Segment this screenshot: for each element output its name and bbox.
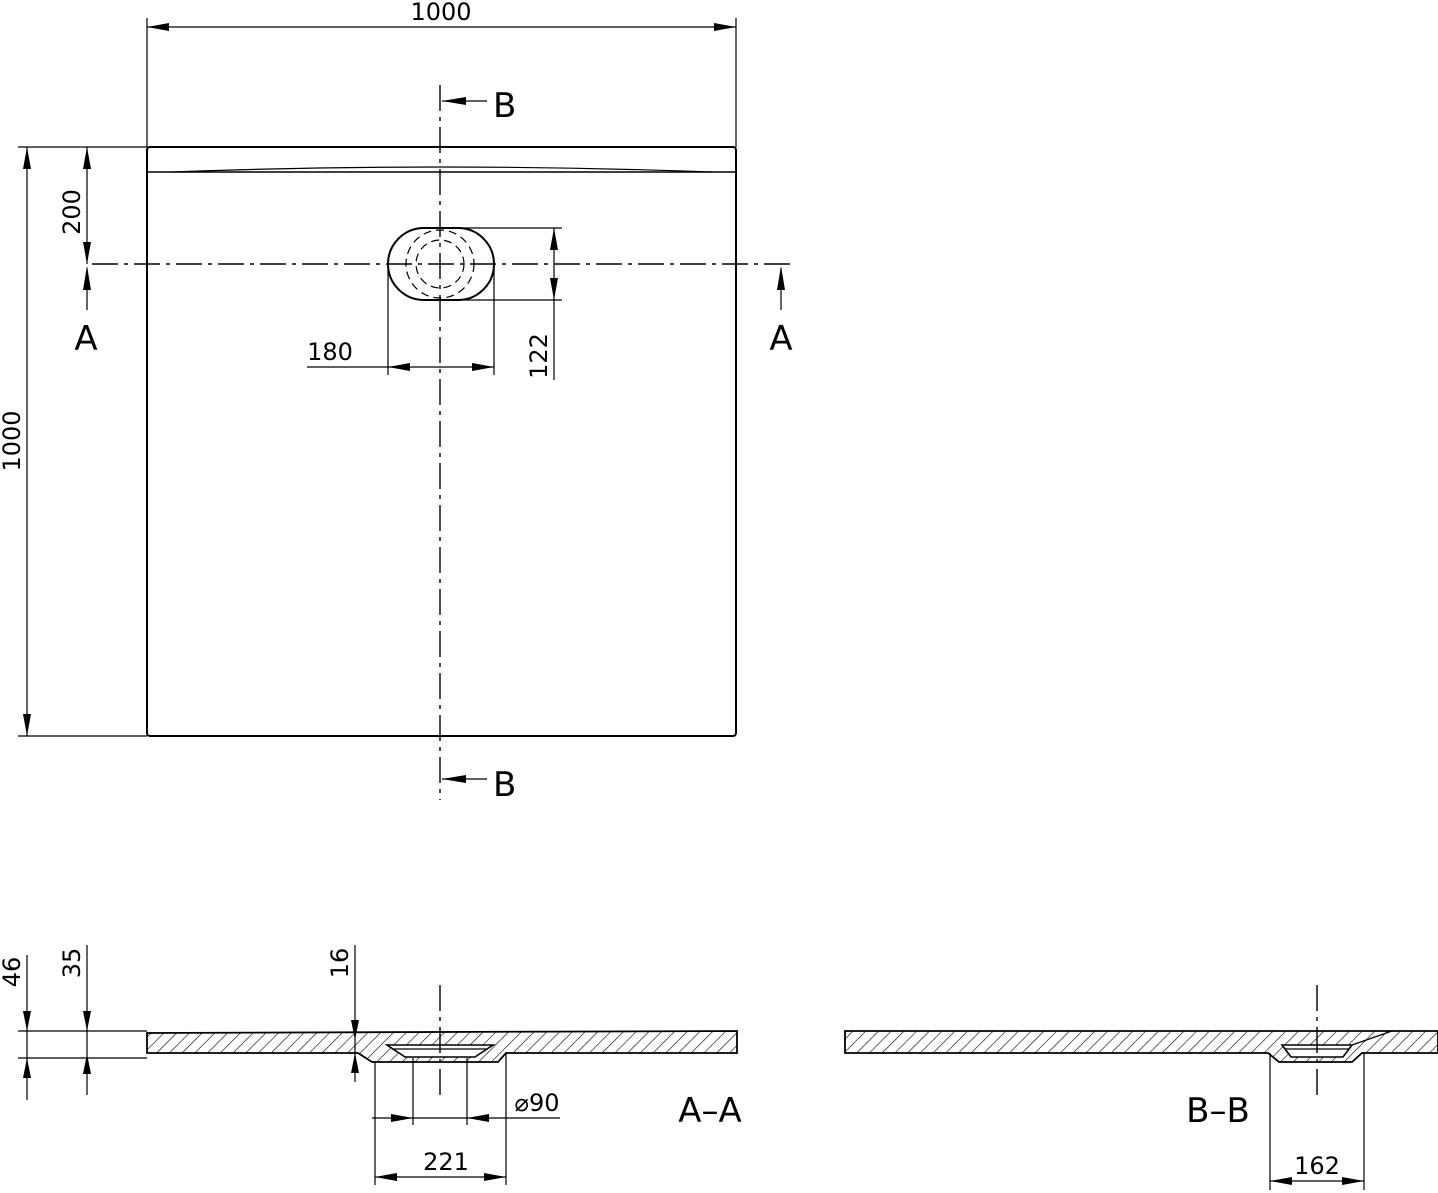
dim-16-label: 16 <box>326 948 354 979</box>
dim-drain-width-label: 180 <box>307 338 353 366</box>
arrow-d90-right <box>467 1114 489 1122</box>
dim-d90-label: ⌀90 <box>515 1089 560 1117</box>
arrow-height-bottom <box>23 714 31 736</box>
section-aa: 46 35 16 ⌀90 221 A–A <box>0 945 742 1185</box>
section-a-left-arrow <box>83 266 91 290</box>
dim-offset-label: 200 <box>58 189 86 235</box>
arrow-162-right <box>1342 1177 1364 1185</box>
arrow-35-bottom <box>83 1054 91 1074</box>
arrow-drain-height-top <box>550 228 558 250</box>
arrow-46-top <box>23 1011 31 1031</box>
dim-height-label: 1000 <box>0 410 26 471</box>
arrow-drain-width-right <box>472 363 494 371</box>
arrow-46-bottom <box>23 1058 31 1078</box>
section-a-right-label: A <box>769 319 792 359</box>
section-bb-title: B–B <box>1186 1091 1250 1131</box>
arrow-drain-width-left <box>388 363 410 371</box>
arrow-offset-top <box>83 147 91 169</box>
arrow-width-right <box>714 23 736 31</box>
section-b-bottom-label: B <box>493 765 516 805</box>
arrow-221-right <box>484 1173 506 1181</box>
arrow-width-left <box>147 23 169 31</box>
dim-46-label: 46 <box>0 957 26 988</box>
dim-221-label: 221 <box>423 1148 469 1176</box>
arrow-height-top <box>23 147 31 169</box>
arrow-drain-height-bottom <box>550 278 558 300</box>
dim-35-label: 35 <box>58 948 86 979</box>
section-aa-title: A–A <box>678 1091 742 1131</box>
arrow-16-bottom <box>351 1053 359 1073</box>
section-b-top-label: B <box>493 86 516 126</box>
arrow-221-left <box>375 1173 397 1181</box>
dim-width-label: 1000 <box>410 0 471 26</box>
arrow-d90-left <box>391 1114 413 1122</box>
tray-rim-slope <box>171 166 713 173</box>
arrow-162-left <box>1270 1177 1292 1185</box>
arrow-16-top <box>351 1020 359 1040</box>
section-b-bottom-arrow <box>442 775 466 783</box>
section-bb-slope <box>1351 1030 1393 1046</box>
arrow-35-top <box>83 1011 91 1031</box>
drain-inner-circle <box>415 239 465 289</box>
top-view: 1000 1000 200 A A B B 180 <box>0 0 795 805</box>
section-a-left-label: A <box>74 319 97 359</box>
arrow-offset-bottom <box>83 242 91 264</box>
dim-drain-height-label: 122 <box>525 333 553 379</box>
section-b-top-arrow <box>442 97 466 105</box>
section-bb: 162 B–B <box>844 985 1438 1190</box>
dim-162-label: 162 <box>1294 1152 1340 1180</box>
drain-outer-circle <box>405 229 475 299</box>
tray-outline <box>146 146 737 737</box>
section-a-right-arrow <box>777 266 785 290</box>
